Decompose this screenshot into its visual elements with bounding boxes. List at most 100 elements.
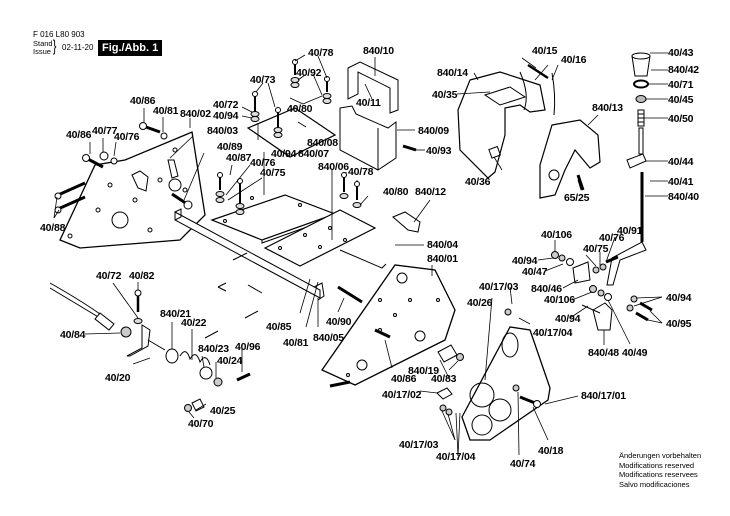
screw-65-25 [578, 175, 583, 190]
part-label: 40/72 [96, 270, 122, 282]
part-label: 840/02 [180, 108, 211, 120]
modifications-notice: Änderungen vorbehalten Modifications res… [619, 451, 701, 489]
part-label: 40/76 [250, 157, 276, 169]
part-label: 40/81 [153, 105, 179, 117]
part-label: 40/47 [522, 266, 548, 278]
part-label: 40/70 [188, 418, 214, 430]
part-label: 840/48 [588, 347, 619, 359]
part-label: 40/80 [383, 186, 409, 198]
part-label: 40/73 [250, 74, 276, 86]
part-label: 840/42 [668, 64, 699, 76]
part-label: 40/94 [555, 313, 581, 325]
part-label: 40/50 [668, 113, 694, 125]
part-label: 840/19 [408, 365, 439, 377]
part-label: 40/81 [283, 337, 309, 349]
part-label: 40/93 [426, 145, 452, 157]
part-label: 40/17/04 [436, 451, 476, 463]
cover-840-09 [340, 62, 398, 170]
cover-40-26 [462, 309, 550, 440]
notice-line: Modifications reserved [619, 460, 695, 470]
part-label: 40/17/04 [533, 327, 573, 339]
part-label: 40/84 [60, 329, 86, 341]
part-label: 40/74 [510, 458, 536, 470]
part-label: 40/75 [260, 167, 286, 179]
screw-40-93 [403, 146, 416, 150]
part-label: 40/25 [210, 405, 236, 417]
document-code: F 016 L80 903 [33, 30, 85, 39]
leader-lines [54, 53, 668, 456]
stand-label: Stand [33, 39, 53, 48]
part-label: 840/04 [427, 239, 458, 251]
part-label: 840/21 [160, 308, 191, 320]
part-label: 40/78 [348, 166, 374, 178]
part-label: 40/72 [213, 99, 239, 111]
part-label: 40/94 [271, 148, 297, 160]
side-plate-left [60, 132, 205, 248]
part-label: 40/106 [544, 294, 575, 306]
part-label: 40/17/02 [382, 389, 422, 401]
part-label: 40/91 [617, 225, 643, 237]
part-label: 40/44 [668, 156, 694, 168]
figure-badge: Fig./Abb. 1 [98, 40, 163, 56]
part-label: 840/10 [363, 45, 394, 57]
part-label: 40/82 [129, 270, 155, 282]
part-label: 40/17/03 [399, 439, 439, 451]
part-label: 840/40 [668, 191, 699, 203]
part-label: 40/11 [356, 97, 381, 109]
issue-date: 02-11-20 [62, 43, 94, 52]
part-label: 40/35 [432, 89, 458, 101]
lever-small-parts [552, 252, 653, 331]
notice-line: Änderungen vorbehalten [619, 451, 702, 460]
part-label: 840/17/01 [581, 390, 626, 402]
notice-line: Modifications reservees [619, 470, 698, 479]
housing-840-14 [458, 65, 555, 178]
part-label: 840/14 [437, 67, 468, 79]
part-label: 40/17/03 [479, 281, 519, 293]
part-label: 40/41 [668, 176, 694, 188]
part-label: 40/87 [226, 152, 252, 164]
part-label: 40/95 [666, 318, 692, 330]
part-label: 65/25 [564, 192, 590, 204]
part-label: 40/16 [561, 54, 587, 66]
brace: } [52, 38, 57, 55]
bolt-group-left [55, 123, 192, 214]
plate-840-08 [248, 60, 335, 158]
part-label: 40/86 [66, 129, 92, 141]
part-label: 40/83 [431, 373, 457, 385]
part-label: 40/18 [538, 445, 564, 457]
part-label: 840/07 [298, 148, 329, 160]
part-label: 40/76 [599, 232, 625, 244]
lever-assembly [607, 53, 650, 285]
part-label: 40/77 [92, 125, 118, 137]
part-label: 840/13 [592, 102, 623, 114]
part-label: 840/06 [318, 161, 349, 173]
part-label: 840/08 [307, 137, 338, 149]
part-label: 840/46 [531, 283, 562, 295]
part-label: 40/96 [235, 341, 261, 353]
part-label: 40/75 [583, 243, 609, 255]
part-label: 40/20 [105, 372, 131, 384]
part-label: 40/90 [326, 316, 352, 328]
part-label: 40/88 [40, 222, 66, 234]
part-label: 840/09 [418, 125, 449, 137]
side-plate-right [322, 265, 455, 386]
part-label: 40/94 [666, 292, 692, 304]
part-label: 40/71 [668, 79, 694, 91]
part-label: 40/36 [465, 176, 491, 188]
part-label: 40/24 [217, 355, 243, 367]
part-label: 40/85 [266, 321, 292, 333]
part-label: 840/23 [198, 343, 229, 355]
part-label: 40/80 [287, 103, 313, 115]
notice-line: Salvo modificaciones [619, 479, 690, 489]
part-label: 40/45 [668, 94, 694, 106]
part-label: 40/26 [467, 297, 493, 309]
part-label: 40/76 [114, 131, 140, 143]
part-label: 40/86 [130, 95, 156, 107]
part-label: 840/01 [427, 253, 458, 265]
plate-840-13 [540, 120, 600, 198]
bracket-840-12 [393, 212, 420, 232]
part-label: 40/86 [391, 373, 417, 385]
frame-beam [175, 209, 324, 338]
part-label: 40/78 [308, 47, 334, 59]
